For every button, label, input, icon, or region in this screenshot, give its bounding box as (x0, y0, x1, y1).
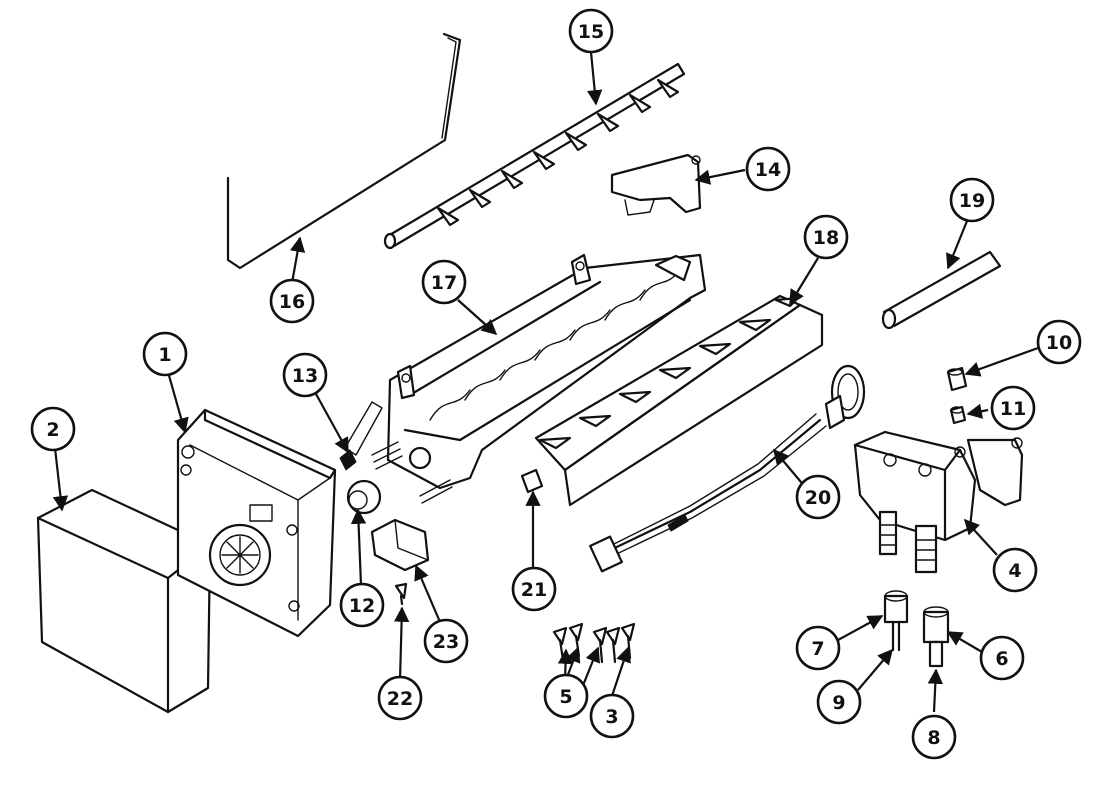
svg-text:6: 6 (995, 648, 1008, 670)
part-shutoff-bracket (610, 153, 702, 216)
svg-text:18: 18 (813, 227, 839, 249)
callout-13: 13 (282, 352, 328, 398)
part-water-valve (853, 430, 1024, 574)
callout-19: 19 (949, 177, 995, 223)
callout-17: 17 (421, 259, 467, 305)
svg-text:8: 8 (927, 727, 940, 749)
part-cover-box (36, 488, 212, 714)
callouts: 1 2 3 4 5 6 7 8 9 10 11 12 13 14 15 16 1… (30, 8, 1082, 760)
svg-text:14: 14 (755, 159, 781, 181)
part-thermostat (346, 441, 453, 515)
svg-text:16: 16 (279, 291, 305, 313)
svg-text:11: 11 (1000, 398, 1026, 420)
part-wire-harness (589, 364, 866, 573)
part-ice-mold (386, 253, 707, 490)
svg-text:4: 4 (1008, 560, 1021, 582)
callout-21: 21 (511, 566, 557, 612)
callout-9: 9 (816, 679, 862, 725)
part-bail-arm (226, 32, 462, 270)
part-screw-22 (394, 582, 408, 606)
callout-10: 10 (1036, 319, 1082, 365)
svg-text:2: 2 (46, 419, 59, 441)
part-fill-tube (881, 250, 1002, 330)
part-screws-5 (552, 622, 584, 662)
part-spring-lever (339, 401, 383, 471)
callout-11: 11 (990, 385, 1036, 431)
part-ejector-shaft (383, 62, 686, 250)
callout-15: 15 (568, 8, 614, 54)
callout-14: 14 (745, 146, 791, 192)
svg-text:23: 23 (433, 631, 459, 653)
callout-12: 12 (339, 582, 385, 628)
svg-text:20: 20 (805, 487, 831, 509)
svg-text:12: 12 (349, 595, 375, 617)
svg-text:10: 10 (1046, 332, 1072, 354)
callout-20: 20 (795, 474, 841, 520)
leader-lines (52, 51, 1039, 713)
svg-text:9: 9 (832, 692, 845, 714)
callout-6: 6 (979, 635, 1025, 681)
svg-text:5: 5 (559, 686, 572, 708)
svg-text:15: 15 (578, 21, 604, 43)
callout-3: 3 (589, 693, 635, 739)
svg-text:17: 17 (431, 272, 457, 294)
svg-text:22: 22 (387, 688, 413, 710)
part-screws-3 (592, 622, 636, 664)
part-mounting-clip (370, 518, 430, 572)
callout-7: 7 (795, 625, 841, 671)
svg-text:19: 19 (959, 190, 985, 212)
svg-text:1: 1 (158, 344, 171, 366)
part-small-clip (520, 468, 544, 494)
callout-16: 16 (269, 278, 315, 324)
svg-text:13: 13 (292, 365, 318, 387)
callout-8: 8 (911, 714, 957, 760)
svg-text:21: 21 (521, 579, 547, 601)
callout-23: 23 (423, 618, 469, 664)
callout-4: 4 (992, 547, 1038, 593)
callout-22: 22 (377, 675, 423, 721)
part-inlet-fitting-6 (922, 606, 950, 668)
part-fitting-11 (949, 405, 967, 425)
part-inlet-fitting-7 (883, 590, 909, 652)
callout-5: 5 (543, 673, 589, 719)
callout-2: 2 (30, 406, 76, 452)
callout-18: 18 (803, 214, 849, 260)
part-motor-module (176, 408, 337, 638)
part-fitting-10 (946, 366, 968, 392)
part-front-cover (534, 294, 824, 507)
svg-text:7: 7 (811, 638, 824, 660)
callout-1: 1 (142, 331, 188, 377)
svg-text:3: 3 (605, 706, 618, 728)
